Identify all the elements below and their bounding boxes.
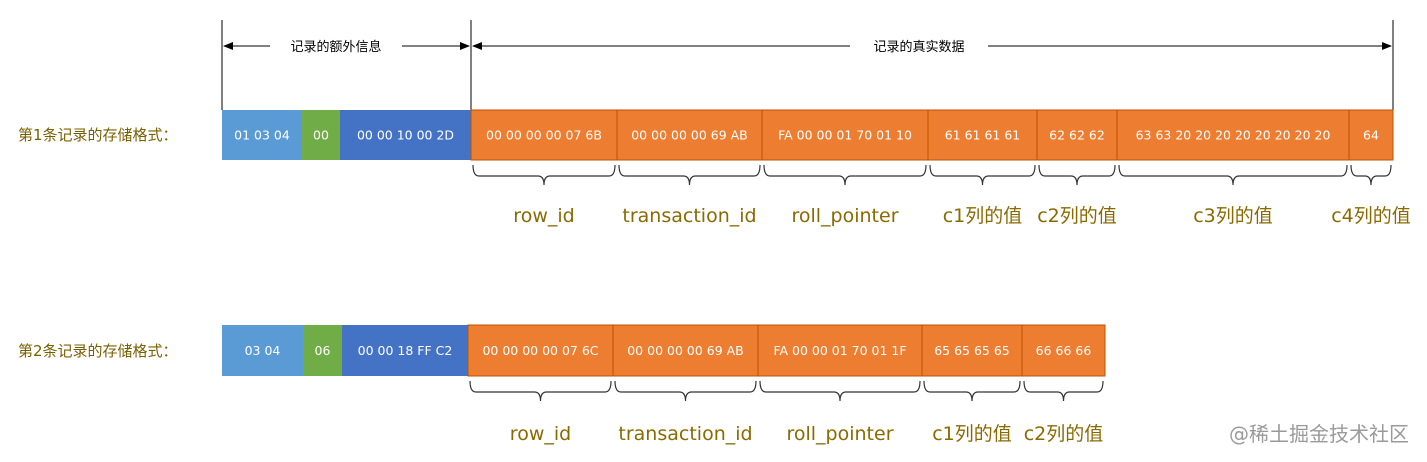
field-name: c1列的值 [943,205,1023,227]
cell-bytes: 00 00 18 FF C2 [358,343,453,358]
cell-box [1036,109,1118,161]
field-name: transaction_id [618,423,752,445]
cell-box [222,325,303,376]
record-row-2: 第2条记录的存储格式： 03 04 06 00 00 18 FF C2 00 00 0… [18,324,1106,445]
cell-bytes: 00 [313,128,329,143]
cell-bytes: 00 00 00 00 07 6B [486,128,602,143]
cell-bytes: 66 66 66 [1036,343,1092,358]
field-name: roll_pointer [786,423,893,445]
field-name: c4列的值 [1331,205,1411,227]
field-name: roll_pointer [791,205,898,227]
cell-bytes: 61 61 61 61 [945,128,1021,143]
cell-box [921,324,1023,377]
field-bracket [1023,380,1104,402]
cell-bytes: FA 00 00 01 70 01 1F [773,343,906,358]
cell-bytes: 06 [315,343,331,358]
cell-bytes: 65 65 65 65 [934,343,1010,358]
cell-box [342,325,468,376]
row-cells: 01 03 04 00 00 00 10 00 2D 00 00 00 00 07 6… [222,109,1394,161]
cell-box [303,325,342,376]
cell-box [1021,324,1106,377]
cell-box [927,109,1038,161]
field-name: c2列的值 [1037,205,1117,227]
field-bracket [1350,164,1392,186]
cell-box [757,324,923,377]
cell-bytes: 64 [1363,128,1379,143]
cell-box [302,110,340,160]
row-label: 第2条记录的存储格式： [18,342,178,360]
row-fields: row_id transaction_id roll_pointer c1列的值 c2列… [469,380,1104,445]
extra-info-label: 记录的额外信息 [290,39,381,55]
cell-box [761,109,929,161]
cell-bytes: 00 00 00 00 69 AB [631,128,748,143]
row-cells: 03 04 06 00 00 18 FF C2 00 00 00 00 07 6C 00… [222,324,1106,377]
cell-bytes: 00 00 00 00 69 AB [627,343,744,358]
cell-bytes: 03 04 [245,343,281,358]
watermark: @稀土掘金技术社区 [1229,422,1409,446]
field-bracket [763,164,927,186]
field-bracket [469,380,612,402]
field-bracket [923,380,1021,402]
cell-box [467,324,614,377]
field-name: c3列的值 [1193,205,1273,227]
field-name: row_id [510,423,571,445]
cell-box [1116,109,1350,161]
field-name: transaction_id [622,205,756,227]
record-row-1: 第1条记录的存储格式： 01 03 04 00 00 00 10 00 2D 00 0… [18,109,1411,227]
real-data-label: 记录的真实数据 [873,39,964,55]
cell-box [612,324,759,377]
field-bracket [472,164,616,186]
field-bracket [618,164,761,186]
cell-bytes: 00 00 00 00 07 6C [482,343,598,358]
cell-bytes: FA 00 00 01 70 01 10 [778,128,912,143]
cell-box [222,110,302,160]
cell-bytes: 01 03 04 [234,128,290,143]
cell-bytes: 00 00 10 00 2D [357,128,454,143]
field-bracket [1118,164,1348,186]
field-name: c1列的值 [932,423,1012,445]
field-bracket [759,380,921,402]
field-bracket [614,380,757,402]
cell-box [1348,109,1394,161]
row-fields: row_id transaction_id roll_pointer c1列的值 c2列… [472,164,1411,227]
field-name: c2列的值 [1024,423,1104,445]
cell-box [470,109,618,161]
field-name: row_id [513,205,574,227]
cell-box [340,110,471,160]
cell-box [616,109,763,161]
row-label: 第1条记录的存储格式： [18,126,178,144]
field-bracket [929,164,1036,186]
cell-bytes: 63 63 20 20 20 20 20 20 20 20 [1136,128,1331,143]
field-bracket [1038,164,1116,186]
cell-bytes: 62 62 62 [1049,128,1105,143]
